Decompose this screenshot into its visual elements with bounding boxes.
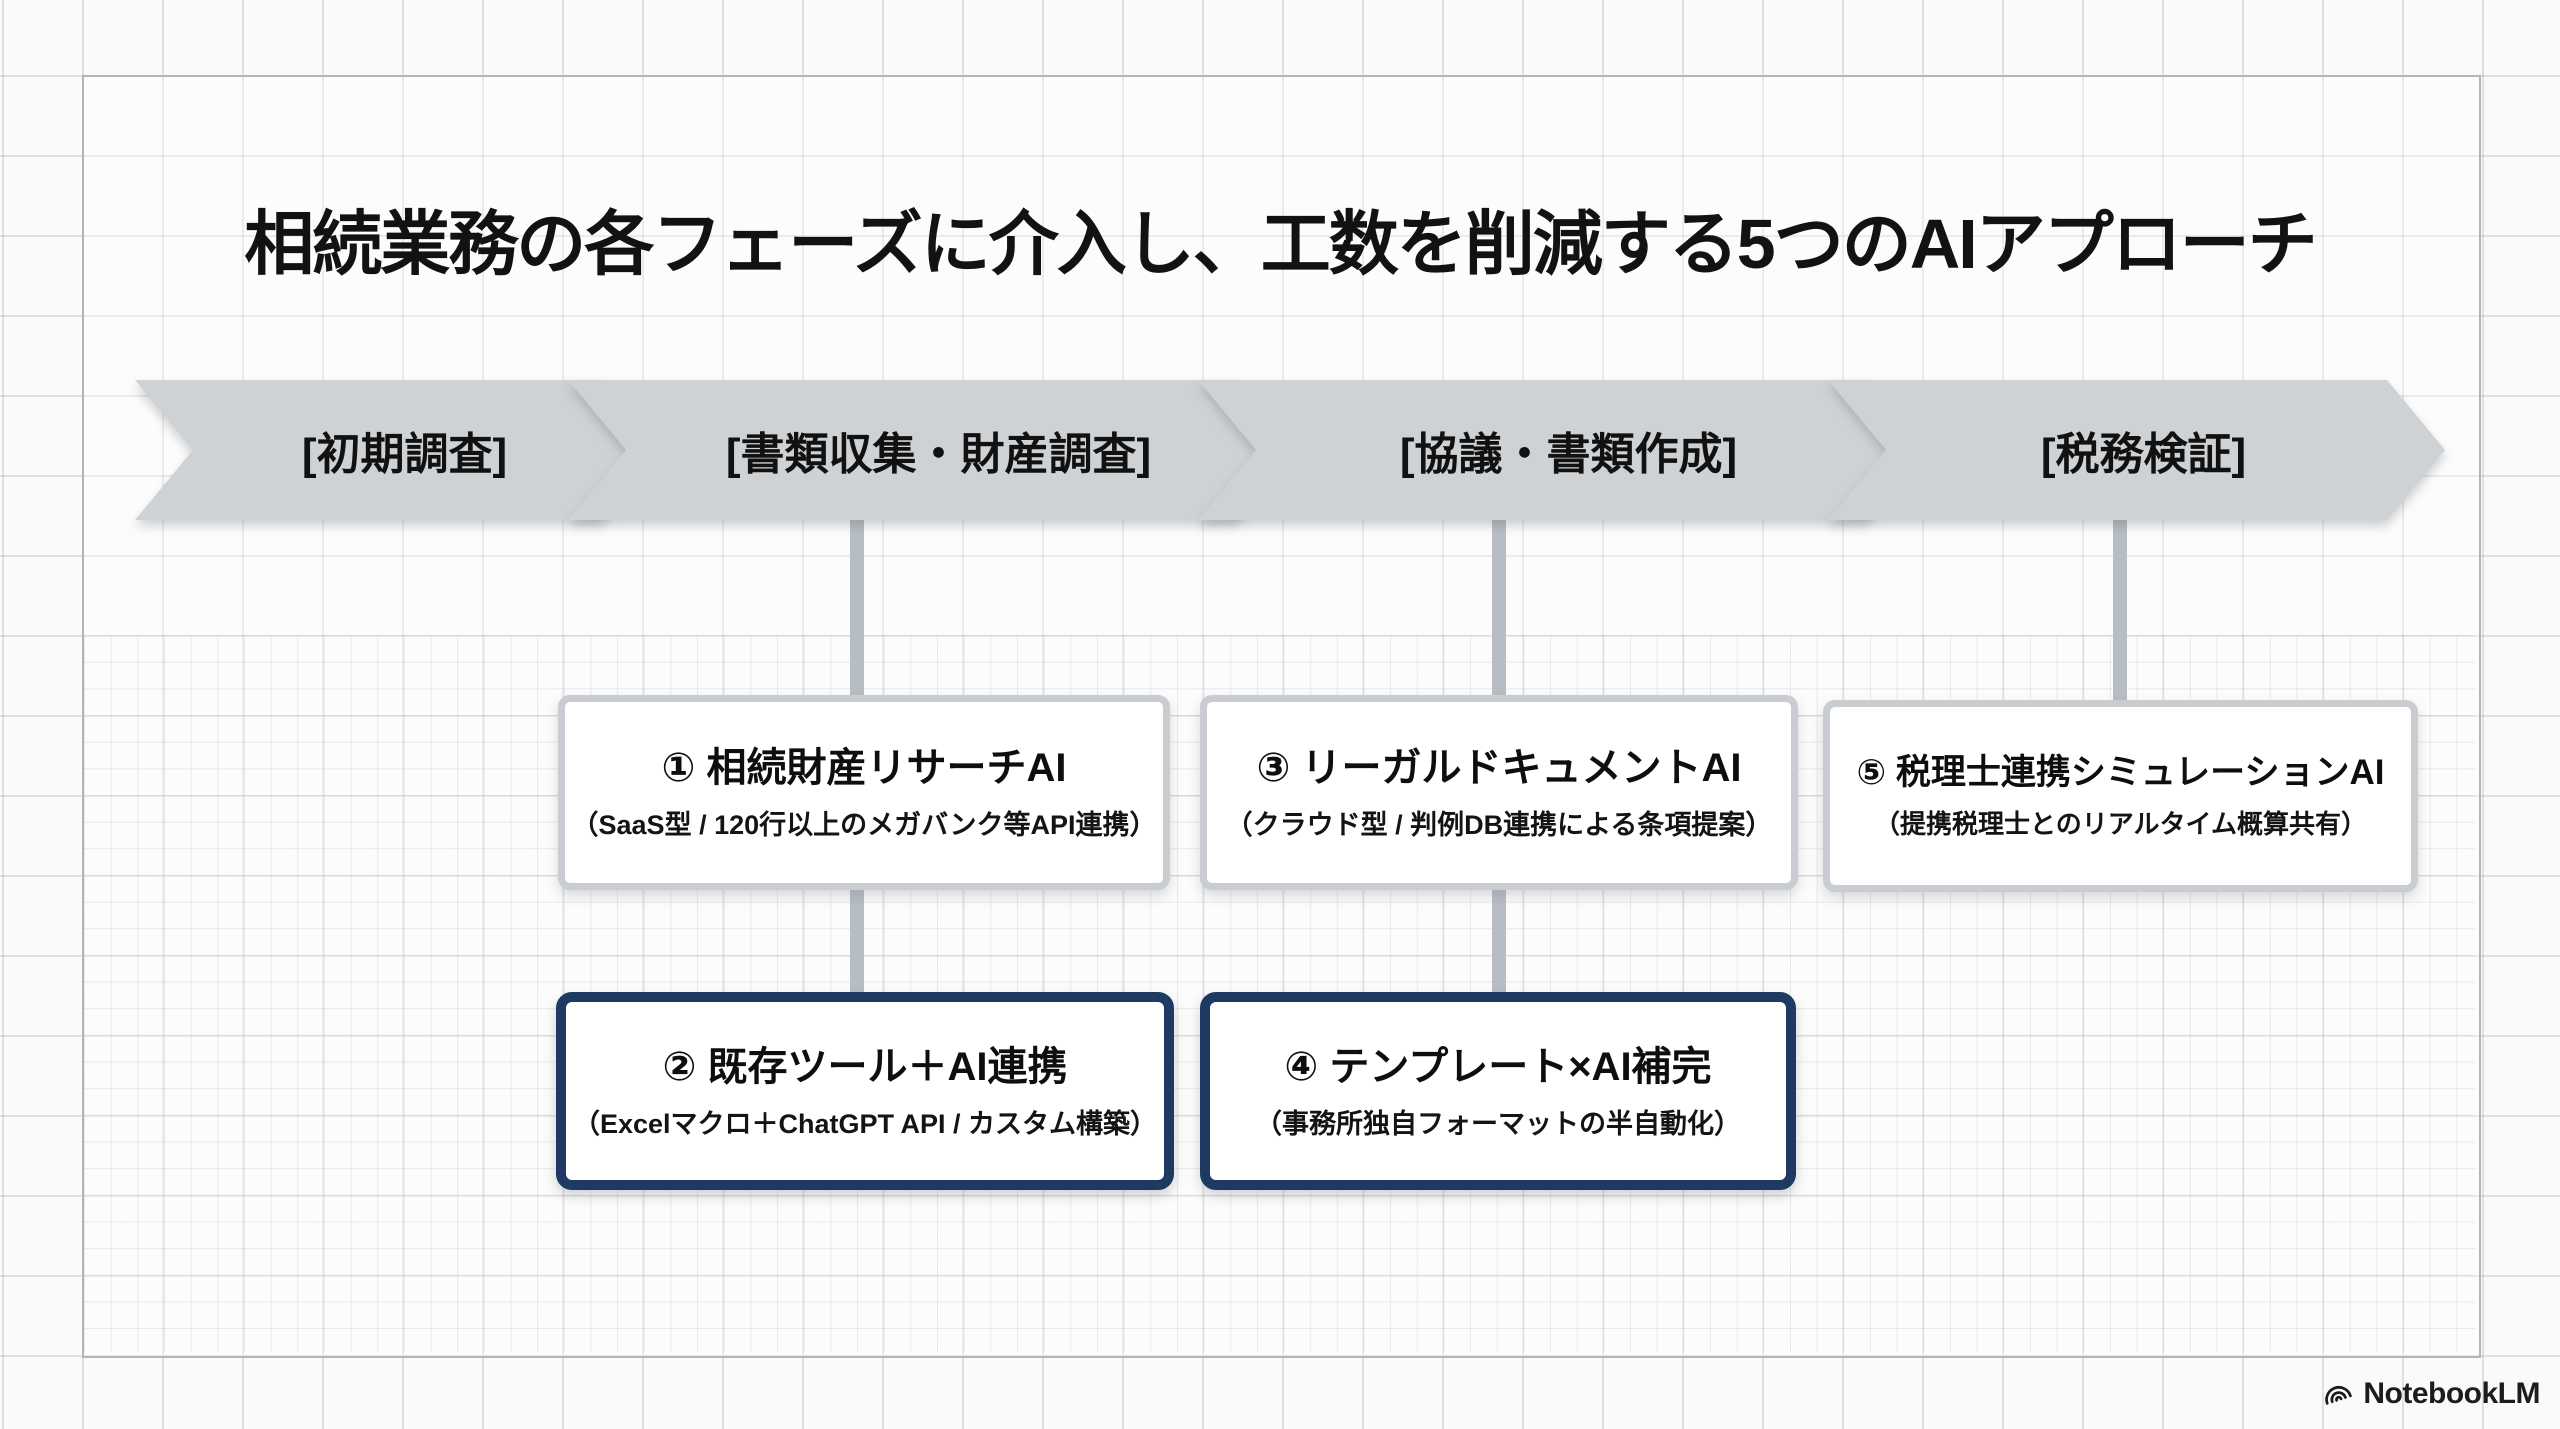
approach-subtitle: （SaaS型 / 120行以上のメガバンク等API連携） xyxy=(571,810,1157,840)
connector-line xyxy=(850,512,864,704)
phase-label: [税務検証] xyxy=(2040,430,2247,479)
connector-line xyxy=(850,882,864,998)
approach-subtitle: （Excelマクロ＋ChatGPT API / カスタム構築） xyxy=(572,1108,1158,1139)
phase-label: [初期調査] xyxy=(301,430,508,479)
phase-arrow-tax-verification: [税務検証] xyxy=(1828,380,2445,520)
approach-box-2-existing-tools-ai: ② 既存ツール＋AI連携 （Excelマクロ＋ChatGPT API / カスタ… xyxy=(556,992,1174,1190)
page-title: 相続業務の各フェーズに介入し、工数を削減する5つのAIアプローチ xyxy=(244,205,2317,283)
approach-subtitle: （クラウド型 / 判例DB連携による条項提案） xyxy=(1225,810,1773,840)
approach-box-4-template-ai: ④ テンプレート×AI補完 （事務所独自フォーマットの半自動化） xyxy=(1200,992,1796,1190)
approach-box-1-research-ai: ① 相続財産リサーチAI （SaaS型 / 120行以上のメガバンク等API連携… xyxy=(558,695,1170,890)
chevron-banner: [税務検証] xyxy=(1828,380,2445,520)
approach-subtitle: （提携税理士とのリアルタイム概算共有） xyxy=(1874,809,2367,840)
phase-arrow-initial-survey: [初期調査] xyxy=(135,380,660,520)
approach-title: ⑤ 税理士連携シミュレーションAI xyxy=(1856,752,2385,792)
approach-title: ④ テンプレート×AI補完 xyxy=(1284,1044,1712,1089)
chevron-banner: [協議・書類作成] xyxy=(1198,380,1925,520)
brand-label: NotebookLM xyxy=(2363,1377,2540,1410)
phase-label: [協議・書類作成] xyxy=(1399,430,1738,479)
approach-box-5-tax-simulation-ai: ⑤ 税理士連携シミュレーションAI （提携税理士とのリアルタイム概算共有） xyxy=(1823,700,2418,892)
approach-title: ② 既存ツール＋AI連携 xyxy=(662,1044,1068,1089)
chevron-banner: [初期調査] xyxy=(135,380,660,520)
chevron-banner: [書類収集・財産調査] xyxy=(568,380,1295,520)
approach-box-3-legal-document-ai: ③ リーガルドキュメントAI （クラウド型 / 判例DB連携による条項提案） xyxy=(1200,695,1798,890)
approach-subtitle: （事務所独自フォーマットの半自動化） xyxy=(1255,1108,1741,1139)
connector-line xyxy=(1492,882,1506,998)
notebooklm-brand: NotebookLM xyxy=(2320,1377,2540,1411)
approach-title: ③ リーガルドキュメントAI xyxy=(1256,746,1742,790)
notebooklm-icon xyxy=(2325,1386,2353,1405)
connector-line xyxy=(2113,512,2127,710)
approach-title: ① 相続財産リサーチAI xyxy=(661,746,1067,790)
phase-arrow-discussion-drafting: [協議・書類作成] xyxy=(1198,380,1925,520)
connector-line xyxy=(1492,512,1506,704)
phase-label: [書類収集・財産調査] xyxy=(725,430,1152,479)
phase-arrow-document-collection: [書類収集・財産調査] xyxy=(568,380,1295,520)
